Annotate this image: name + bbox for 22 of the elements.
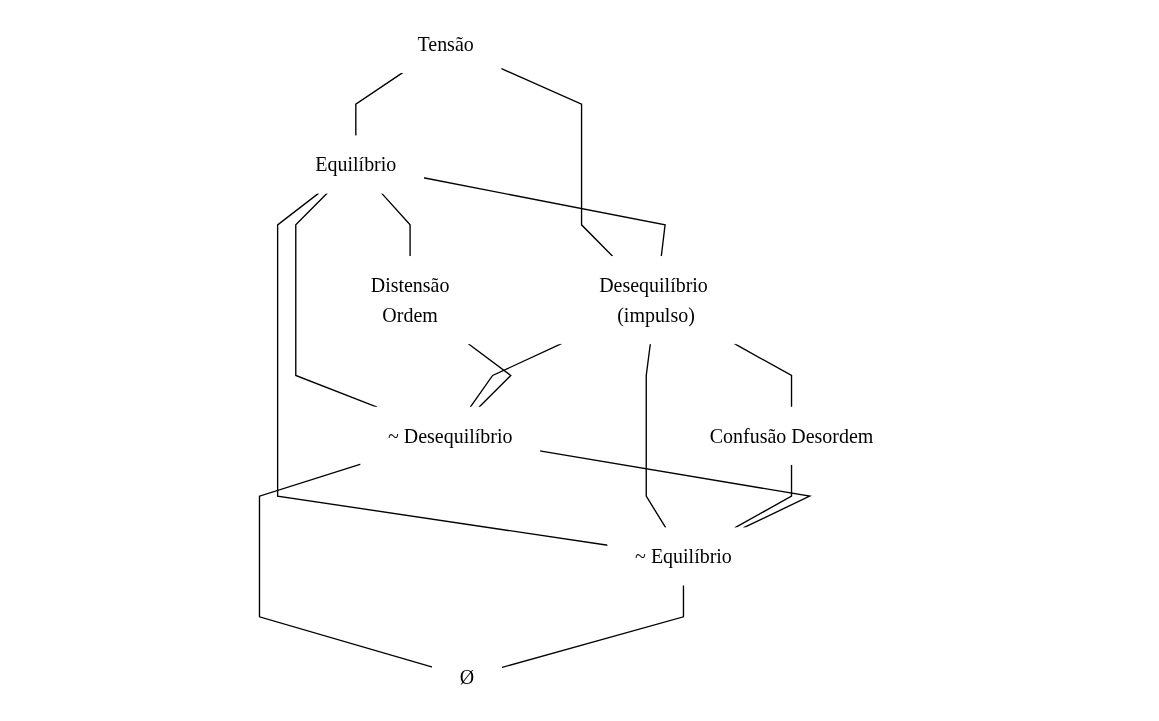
connector bbox=[354, 71, 404, 137]
connector bbox=[733, 343, 792, 408]
connector bbox=[467, 343, 512, 408]
node-text: Ø bbox=[459, 665, 474, 689]
node-text: Desequilíbrio (impulso) bbox=[598, 273, 708, 327]
connector bbox=[422, 177, 666, 258]
connector bbox=[538, 450, 812, 529]
connector bbox=[276, 192, 609, 546]
connector bbox=[469, 343, 562, 408]
connector bbox=[380, 192, 411, 258]
connector bbox=[499, 67, 614, 258]
node-text: Distensão Ordem bbox=[370, 273, 449, 327]
connector bbox=[258, 463, 433, 668]
connector bbox=[500, 584, 684, 669]
node-text: Equilíbrio bbox=[314, 153, 396, 176]
node-text: Tensão bbox=[416, 32, 474, 56]
node-text: ~ Desequilíbrio bbox=[387, 424, 512, 448]
connector bbox=[733, 463, 792, 529]
connector bbox=[645, 343, 666, 529]
node-text: ~ Equilíbrio bbox=[634, 545, 732, 568]
node-text: Confusão Desordem bbox=[709, 424, 873, 448]
connector bbox=[294, 192, 378, 408]
